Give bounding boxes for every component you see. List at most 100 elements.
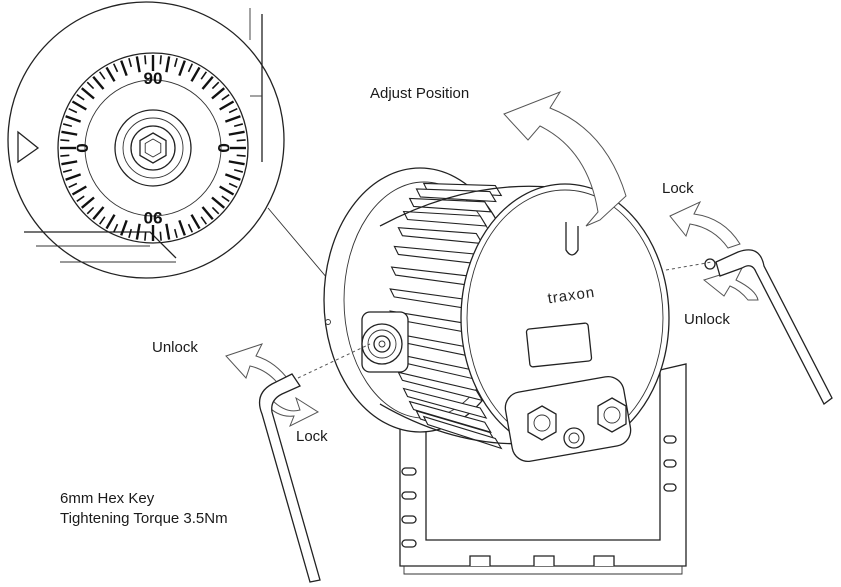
- dial-tick: [200, 71, 207, 80]
- dial-tick: [221, 195, 230, 202]
- dial-tick: [60, 139, 70, 142]
- cable-gland-right: [597, 397, 627, 433]
- axis-line-right: [665, 261, 713, 271]
- lock-arrow-right: [669, 200, 741, 249]
- dial-tick: [60, 154, 70, 157]
- dial-tick: [178, 219, 186, 236]
- dial-tick: [219, 100, 235, 111]
- dial-tick: [201, 206, 214, 221]
- dial-tick: [165, 56, 171, 73]
- dial-tick: [211, 196, 226, 209]
- dial-label-left: 0: [73, 143, 92, 152]
- dial-tick: [178, 60, 186, 77]
- adjust-position-arrow: [503, 90, 627, 227]
- dial-tick: [187, 63, 194, 73]
- dial-tick: [99, 216, 106, 225]
- dial-tick: [65, 115, 82, 123]
- dial-tick: [190, 66, 201, 82]
- dial-tick: [159, 55, 162, 65]
- dial-tick: [112, 223, 119, 233]
- dial-tick: [135, 56, 141, 73]
- cooling-fin: [402, 210, 488, 227]
- hex-socket: [139, 132, 167, 164]
- dial-tick: [61, 160, 78, 166]
- dial-tick: [187, 223, 194, 233]
- dial-tick: [236, 154, 246, 157]
- fixture-body: traxon: [323, 167, 716, 463]
- dial-ticks: [60, 55, 246, 241]
- unlock-arrow-right: [702, 267, 759, 301]
- dial-tick: [228, 160, 245, 166]
- dial-tick: [233, 123, 244, 128]
- dial-tick: [219, 185, 235, 196]
- dial-tick: [68, 182, 78, 189]
- dial-tick: [71, 100, 87, 111]
- dial-tick: [144, 231, 147, 241]
- lock-arrow-left: [265, 396, 320, 428]
- label-torque: Tightening Torque 3.5Nm: [60, 510, 228, 527]
- dial-tick: [221, 94, 230, 101]
- dial-tick: [62, 123, 73, 128]
- dial-tick: [112, 63, 119, 73]
- dial-tick: [92, 206, 105, 221]
- dial-tick: [128, 57, 133, 68]
- cable-gland-left: [527, 405, 557, 441]
- hex-key-left: [258, 373, 321, 583]
- connector-plate: [504, 375, 632, 463]
- dial-tick: [173, 228, 178, 239]
- dial-tick: [190, 214, 201, 230]
- display-window: [525, 322, 593, 368]
- dial-tick: [86, 206, 95, 215]
- axis-line-left: [297, 343, 371, 379]
- dial-tick: [99, 71, 106, 80]
- dial-label-top: 90: [144, 69, 163, 88]
- dial-tick: [76, 94, 85, 101]
- vent-plug: [563, 427, 585, 449]
- cooling-fins: [389, 182, 503, 450]
- label-adjust-position: Adjust Position: [370, 85, 469, 102]
- dial-tick: [105, 214, 116, 230]
- dial-tick: [92, 75, 105, 90]
- dial-tick: [80, 87, 95, 100]
- right-pivot-bolt: [704, 258, 716, 270]
- pivot-knob: [361, 311, 409, 373]
- dial-tick: [144, 55, 147, 65]
- hex-key-right: [715, 249, 833, 405]
- dial-tick: [71, 185, 87, 196]
- dial-tick: [173, 57, 178, 68]
- dial-tick: [86, 81, 95, 90]
- cooling-fin: [408, 197, 492, 213]
- dial-tick: [165, 223, 171, 240]
- dial-tick: [228, 107, 238, 114]
- label-lock-left: Lock: [296, 428, 328, 445]
- label-hex-key: 6mm Hex Key: [60, 490, 155, 507]
- dial-tick: [233, 168, 244, 173]
- dial-tick: [200, 216, 207, 225]
- dial-tick: [211, 81, 220, 90]
- dial-tick: [135, 223, 141, 240]
- dial-label-right: 0: [214, 143, 233, 152]
- dial-inset: 90 90 0 0: [7, 1, 285, 279]
- dial-tick: [224, 173, 241, 181]
- dial-tick: [65, 173, 82, 181]
- dial-tick: [120, 60, 128, 77]
- cooling-fin: [408, 400, 492, 434]
- dial-tick: [224, 115, 241, 123]
- dial-tick: [80, 196, 95, 209]
- dial-tick: [61, 130, 78, 136]
- dial-tick: [62, 168, 73, 173]
- dial-tick: [228, 182, 238, 189]
- dial-outer-ring: [57, 52, 249, 244]
- label-unlock-left: Unlock: [152, 339, 198, 356]
- label-lock-right: Lock: [662, 180, 694, 197]
- top-hook: [565, 222, 579, 256]
- cooling-fin: [402, 387, 488, 419]
- dial-tick: [236, 139, 246, 142]
- dial-tick: [105, 66, 116, 82]
- dial-tick: [201, 75, 214, 90]
- pointer-triangle: [17, 130, 40, 164]
- dial-label-bottom: 90: [144, 208, 163, 227]
- dial-tick: [68, 107, 78, 114]
- dial-tick: [228, 130, 245, 136]
